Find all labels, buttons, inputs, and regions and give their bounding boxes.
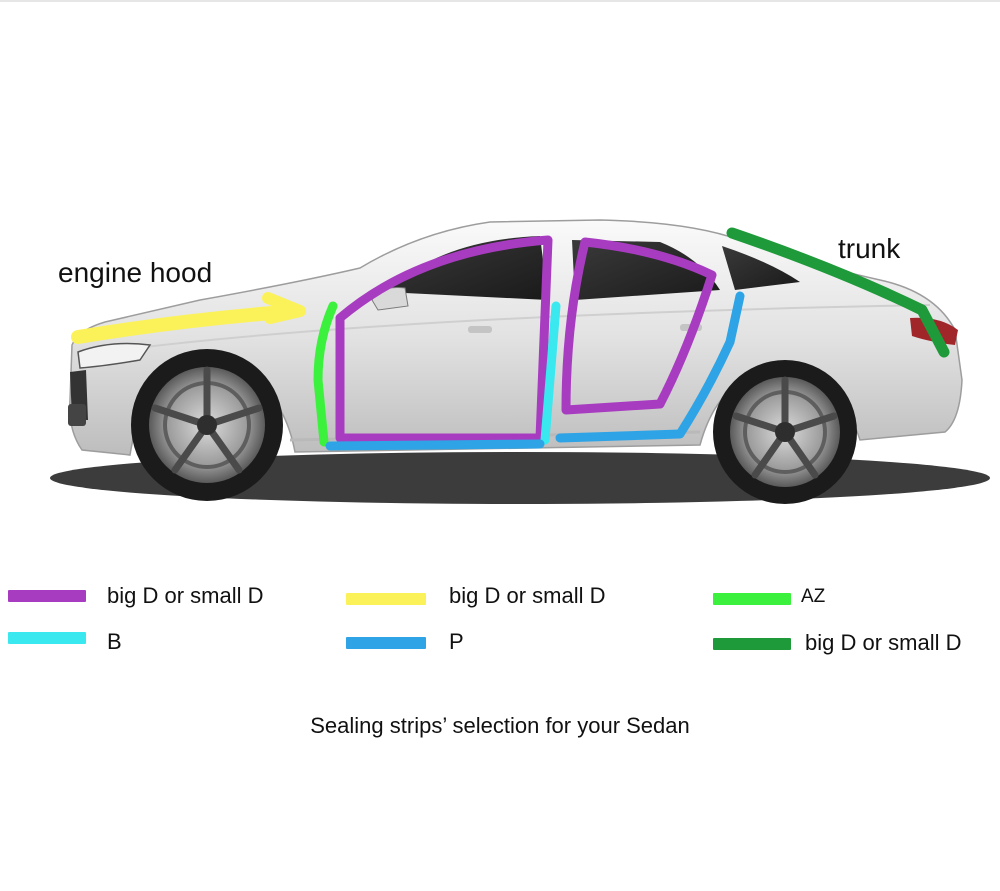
- seal-trunk-dark-green: [726, 227, 950, 358]
- seal-b-pillar-cyan: [540, 301, 561, 445]
- front-wheel: [131, 349, 283, 501]
- legend-swatch-cyan: [8, 632, 86, 644]
- trunk-label: trunk: [838, 233, 901, 264]
- legend-swatch-light-green: [713, 593, 791, 605]
- seal-sill-blue: [325, 439, 545, 451]
- legend-label-blue: P: [449, 629, 464, 654]
- top-border: [0, 0, 1000, 2]
- seal-front-door-purple: [335, 235, 553, 443]
- quarter-window: [722, 246, 800, 290]
- seal-rear-sill-blue: [555, 291, 745, 443]
- legend-swatch-blue: [346, 637, 426, 649]
- headlight: [77, 342, 152, 369]
- seal-engine-hood-yellow-tip: [262, 292, 306, 324]
- front-door-handle: [468, 326, 492, 333]
- rear-wheel: [713, 360, 857, 504]
- legend-label-cyan: B: [107, 629, 122, 654]
- diagram-caption: Sealing strips’ selection for your Sedan: [310, 713, 690, 738]
- car-diagram: [50, 219, 990, 504]
- legend-swatch-dark-green: [713, 638, 791, 650]
- legend-swatch-purple: [8, 590, 86, 602]
- seal-a-pillar-light-green: [313, 301, 338, 447]
- shoulder-line: [119, 304, 931, 351]
- legend-swatch-yellow: [346, 593, 426, 605]
- legend-label-yellow: big D or small D: [449, 583, 606, 608]
- fog-lamp: [68, 404, 86, 426]
- rear-window: [572, 240, 720, 300]
- legend-label-light-green: AZ: [801, 586, 826, 607]
- legend-label-dark-green: big D or small D: [805, 630, 962, 655]
- front-window: [385, 236, 548, 300]
- engine-hood-label: engine hood: [58, 257, 213, 288]
- legend-label-purple: big D or small D: [107, 583, 264, 608]
- seal-rear-door-purple: [561, 237, 717, 415]
